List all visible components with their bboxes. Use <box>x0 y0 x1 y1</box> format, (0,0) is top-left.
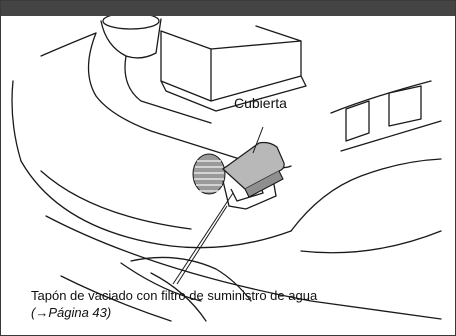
front-body-curve <box>20 160 292 249</box>
right-block <box>160 25 302 102</box>
cable-2 <box>150 272 207 322</box>
body-outline-left-lower <box>11 80 22 162</box>
header-bar <box>1 1 455 16</box>
right-handle-2 <box>388 85 422 127</box>
drain-plug-caption: Tapón de vaciado con filtro de suministr… <box>31 287 317 321</box>
cover-leader-line <box>252 126 264 154</box>
right-rail <box>330 80 432 114</box>
cover-flap <box>222 141 285 198</box>
right-rail-lower <box>340 120 442 152</box>
drain-plug-filter <box>192 153 226 195</box>
base-line-3 <box>120 262 202 302</box>
base-line-1 <box>45 215 442 320</box>
page-reference-link[interactable]: (→Página 43) <box>31 305 112 320</box>
cable-1 <box>130 256 252 302</box>
appliance-illustration <box>11 16 442 322</box>
top-knob-outline <box>100 18 162 59</box>
right-bottom-curve <box>300 230 442 254</box>
right-block-edge <box>160 75 307 112</box>
drain-leader-line-1 <box>172 192 234 285</box>
base-line-2 <box>60 275 172 322</box>
front-inner-curve <box>40 170 192 230</box>
right-handle-1 <box>345 100 370 142</box>
drain-leader-line-2 <box>176 205 228 285</box>
cover-label: Cubierta <box>234 95 287 111</box>
body-outline-left <box>40 32 97 57</box>
right-lower-sweep <box>290 158 442 232</box>
upper-housing-inner <box>124 55 212 124</box>
top-knob-rim <box>102 16 160 30</box>
drain-plug-label: Tapón de vaciado con filtro de suministr… <box>31 288 318 303</box>
